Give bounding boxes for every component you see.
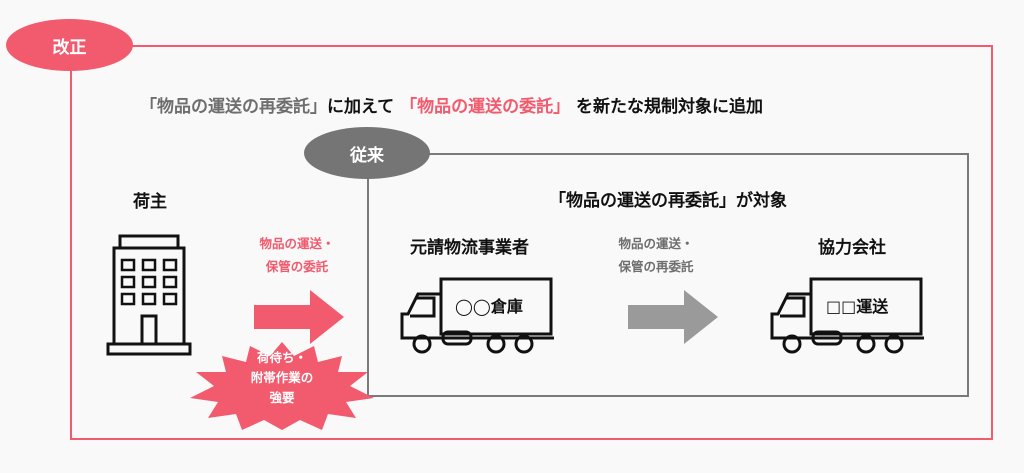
headline: 「物品の運送の再委託」に加えて 「物品の運送の委託」 を新たな規制対象に追加 <box>140 92 763 117</box>
consignment-arrow <box>254 290 344 344</box>
truck-icon <box>770 277 924 354</box>
building-icon <box>106 234 192 356</box>
reconsignment-line1: 物品の運送・ <box>618 236 694 251</box>
burst-line2: 附帯作業の <box>250 370 314 385</box>
burst-text: 荷待ち・ 附帯作業の 強要 <box>251 348 314 408</box>
consignment-line1: 物品の運送・ <box>259 236 335 251</box>
truck-icon <box>400 277 554 354</box>
reconsignment-label: 物品の運送・ 保管の再委託 <box>618 232 693 278</box>
truck-text-prime: ◯◯倉庫 <box>455 297 523 316</box>
headline-part4: を新たな規制対象に追加 <box>576 97 763 117</box>
prime-contractor-label: 元請物流事業者 <box>410 238 529 258</box>
headline-part3: 「物品の運送の委託」 <box>400 97 571 117</box>
revision-label: 改正 <box>52 37 87 58</box>
headline-part1: 「物品の運送の再委託」 <box>140 97 327 117</box>
revision-badge: 改正 <box>6 19 133 71</box>
truck-text-partner: □□運送 <box>826 297 889 316</box>
headline-part2: に加えて <box>327 97 395 117</box>
burst-shape <box>190 342 374 430</box>
revision-frame <box>70 45 993 440</box>
previous-scope-label: 「物品の運送の再委託」が対象 <box>549 191 787 211</box>
consignment-label: 物品の運送・ 保管の委託 <box>259 232 334 278</box>
partner-label: 協力会社 <box>818 238 886 258</box>
reconsignment-line2: 保管の再委託 <box>618 259 694 274</box>
burst-line1: 荷待ち・ <box>256 350 308 365</box>
consignment-line2: 保管の委託 <box>265 259 329 274</box>
previous-label: 従来 <box>350 145 384 166</box>
shipper-label: 荷主 <box>133 192 167 212</box>
previous-badge: 従来 <box>304 127 430 179</box>
previous-frame <box>367 153 969 397</box>
reconsignment-arrow <box>628 290 718 344</box>
burst-line3: 強要 <box>269 390 295 405</box>
